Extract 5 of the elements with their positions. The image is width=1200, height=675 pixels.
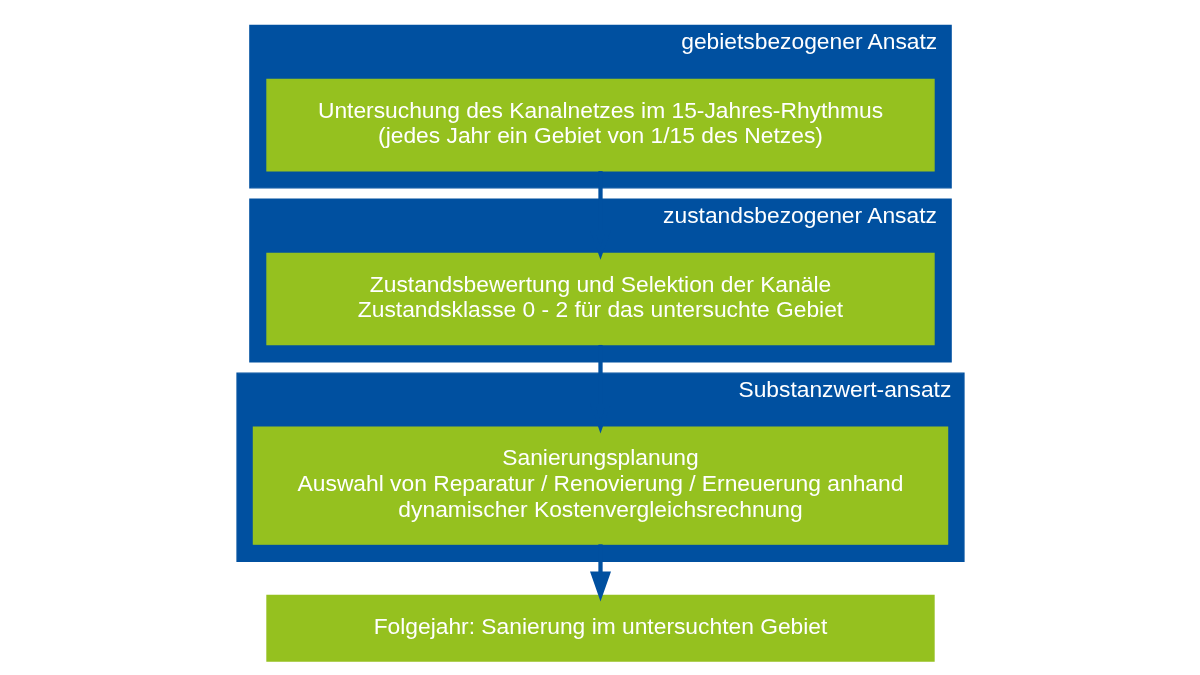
node-box: Sanierungsplanung Auswahl von Reparatur / Renovierung / Erneuerung anhand dynamischer Kostenvergleichsrechnung bbox=[252, 426, 948, 545]
node-box: Zustandsbewertung und Selektion der Kanäle Zustandsklasse 0 - 2 für das untersuchte Gebiet bbox=[265, 252, 935, 346]
node-box: Untersuchung des Kanalnetzes im 15-Jahres-Rhythmus (jedes Jahr ein Gebiet von 1/15 des Netzes) bbox=[265, 78, 935, 172]
node-box: Folgejahr: Sanierung im untersuchten Gebiet bbox=[265, 594, 935, 662]
arrow bbox=[589, 544, 611, 602]
